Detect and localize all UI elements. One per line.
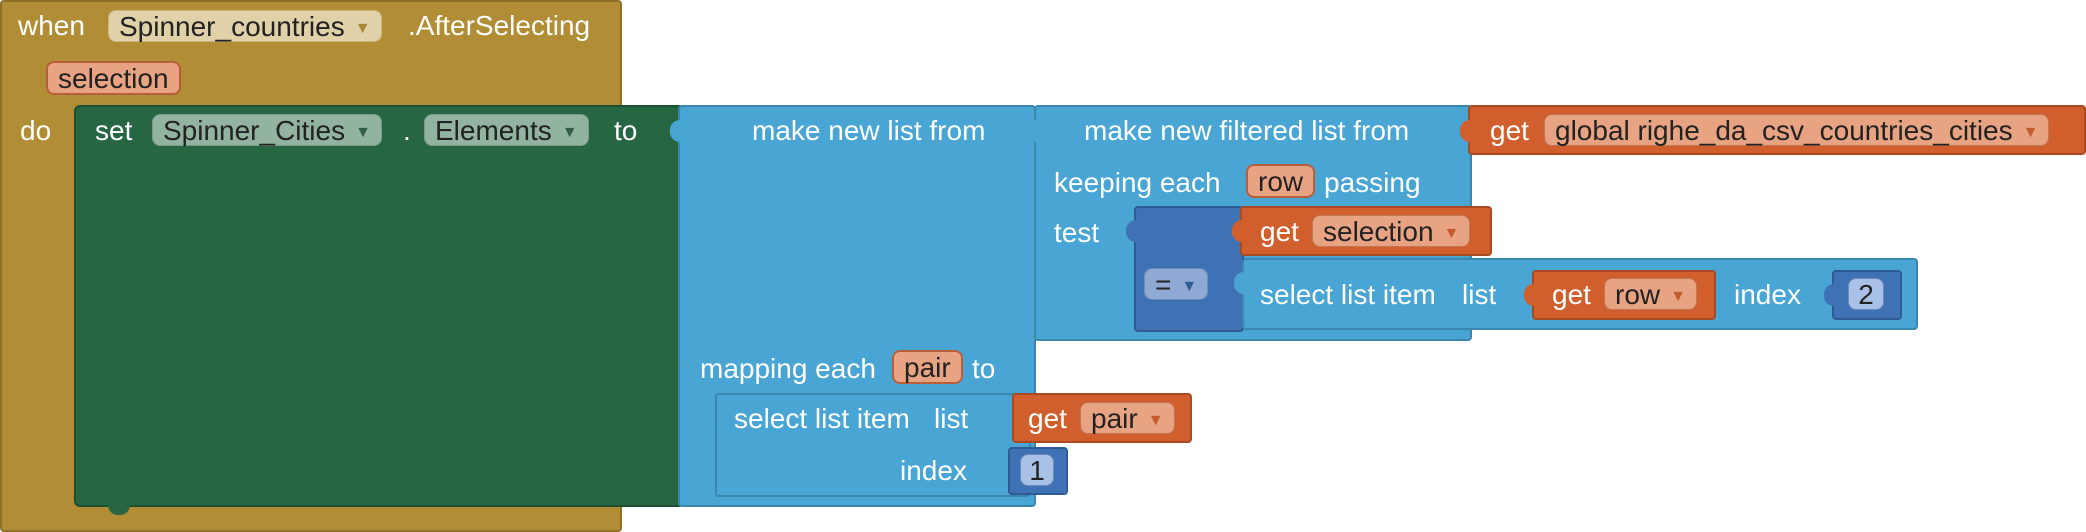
get-var-dropdown-pair[interactable]: pair▼ [1080, 402, 1175, 434]
dropdown-arrow-icon: ▼ [1443, 225, 1460, 243]
filter-var-row[interactable]: row [1246, 164, 1316, 198]
select-row-output-tab [1234, 272, 1244, 294]
component-dropdown-spinner-countries[interactable]: Spinner_countries▼ [108, 10, 382, 42]
mapping-each-label: mapping each [700, 353, 876, 384]
dropdown-arrow-icon: ▼ [1181, 278, 1198, 296]
map-title: make new list from [752, 115, 986, 146]
dot-label: . [403, 115, 411, 146]
get-var-dropdown-global[interactable]: global righe_da_csv_countries_cities▼ [1544, 114, 2050, 146]
keeping-each-label: keeping each [1054, 167, 1221, 198]
dropdown-arrow-icon: ▼ [354, 20, 371, 38]
dropdown-arrow-icon: ▼ [2022, 124, 2039, 142]
get-var-dropdown-row[interactable]: row▼ [1604, 278, 1697, 310]
get-label: get [1552, 279, 1591, 310]
dropdown-arrow-icon: ▼ [1147, 412, 1164, 430]
select-list-label: list [1462, 279, 1497, 310]
number-2-output-tab [1824, 284, 1834, 306]
dropdown-arrow-icon: ▼ [1670, 288, 1686, 306]
test-label: test [1054, 217, 1100, 248]
index-label: index [1734, 279, 1801, 310]
get-label: get [1490, 115, 1529, 146]
map-var-pair[interactable]: pair [892, 350, 963, 384]
event-name-label: .AfterSelecting [408, 10, 591, 41]
number-field-1[interactable]: 1 [1020, 454, 1054, 486]
to-label: to [614, 115, 638, 146]
dropdown-arrow-icon: ▼ [355, 124, 371, 142]
dropdown-arrow-icon: ▼ [561, 124, 578, 142]
compare-output-tab [1126, 220, 1136, 242]
number-field-2[interactable]: 2 [1848, 278, 1884, 310]
map-to-label: to [972, 353, 996, 384]
select-list-label: list [934, 403, 969, 434]
component-dropdown-spinner-cities[interactable]: Spinner_Cities▼ [152, 114, 382, 146]
do-label: do [20, 115, 52, 146]
compare-operator-dropdown[interactable]: =▼ [1144, 268, 1209, 300]
get-label: get [1260, 216, 1299, 247]
select-list-item-label: select list item [1260, 279, 1436, 310]
property-dropdown-elements[interactable]: Elements▼ [424, 114, 589, 146]
set-label: set [95, 115, 133, 146]
passing-label: passing [1324, 167, 1421, 198]
set-block-spinner-cities-elements[interactable] [74, 105, 684, 507]
map-block-input-tab [670, 120, 680, 142]
when-label: when [18, 10, 85, 41]
select-list-item-label: select list item [734, 403, 910, 434]
get-label: get [1028, 403, 1067, 434]
select-list-item-block-pair[interactable] [715, 393, 1031, 497]
index-label: index [900, 455, 967, 486]
set-block-bottom-notch [108, 505, 130, 515]
event-param-selection[interactable]: selection [46, 61, 181, 95]
get-global-output-tab [1460, 120, 1470, 142]
filter-title: make new filtered list from [1084, 115, 1410, 146]
get-selection-output-tab [1232, 220, 1242, 242]
filter-block-input-tab [1026, 120, 1036, 142]
get-var-dropdown-selection[interactable]: selection▼ [1312, 215, 1471, 247]
get-row-output-tab [1524, 284, 1534, 306]
